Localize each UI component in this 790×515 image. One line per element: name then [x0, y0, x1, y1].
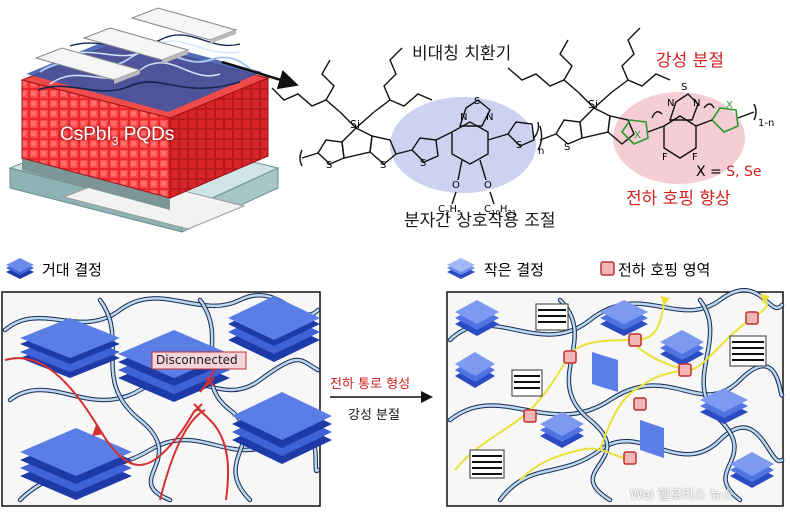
atom-s-btd-1: S [474, 96, 481, 107]
atom-s-thiophene-2: S [380, 160, 387, 171]
watermark: Wel 헬로티스 뉴스 [630, 488, 734, 503]
repeat-1-n: 1-n [758, 118, 775, 129]
atom-s-thiophene-3: S [420, 158, 427, 169]
atom-n-3: N [667, 98, 675, 109]
substituent-c2h5: C2H5 [438, 204, 462, 217]
intermolecular-interaction-label: 분자간 상호작용 조절 [404, 211, 556, 231]
hopping-region-markers [523, 311, 759, 465]
atom-f-2: F [692, 152, 698, 163]
atom-n-4: N [693, 98, 701, 109]
atom-si-1: Si [350, 118, 361, 131]
atom-x-2: X [726, 100, 733, 111]
rigid-segment-label: 강성 분절 [656, 51, 724, 71]
substituent-c10h21: C10H21 [484, 204, 517, 217]
atom-s-thiophene-1: S [326, 160, 333, 171]
atom-si-2: Si [588, 98, 599, 111]
atom-n-2: N [486, 112, 494, 123]
device-stack [8, 7, 299, 233]
atom-x-1: X [634, 130, 641, 141]
polymer-structure [271, 27, 757, 205]
device-label: CsPbI3 PQDs [60, 124, 175, 148]
legend-hopping-label: 전하 호핑 영역 [618, 261, 711, 279]
repeat-n: n [538, 146, 545, 157]
asymmetric-substituent-label: 비대칭 치환기 [412, 44, 512, 64]
atom-n-1: N [460, 112, 468, 123]
legend-large-crystal-label: 거대 결정 [42, 261, 102, 279]
atom-s-btd-2: S [681, 82, 688, 93]
atom-f-1: F [662, 152, 668, 163]
legend-small-crystal-icon [447, 258, 475, 279]
atom-s-thiophene-4: S [516, 140, 523, 151]
large-crystal-stacks [20, 296, 332, 500]
atom-o-1: O [452, 180, 460, 191]
legend-small-crystal-label: 작은 결정 [484, 261, 544, 279]
disconnected-label: Disconnected [156, 353, 238, 367]
arrow-label-top: 전하 통로 형성 [330, 377, 411, 392]
panel-small-crystals [446, 288, 785, 507]
legend-hopping-icon [600, 261, 615, 276]
atom-s-thiophene-5: S [564, 142, 571, 153]
panel-large-crystals [1, 291, 332, 507]
charge-hopping-label: 전하 호핑 향상 [626, 189, 731, 209]
legend-large-crystal-icon [6, 258, 34, 279]
arrow-label-bottom: 강성 분절 [348, 408, 400, 423]
x-equals-label: X = S, Se [696, 164, 762, 180]
small-crystal-stacks [455, 300, 774, 488]
atom-o-2: O [484, 180, 492, 191]
